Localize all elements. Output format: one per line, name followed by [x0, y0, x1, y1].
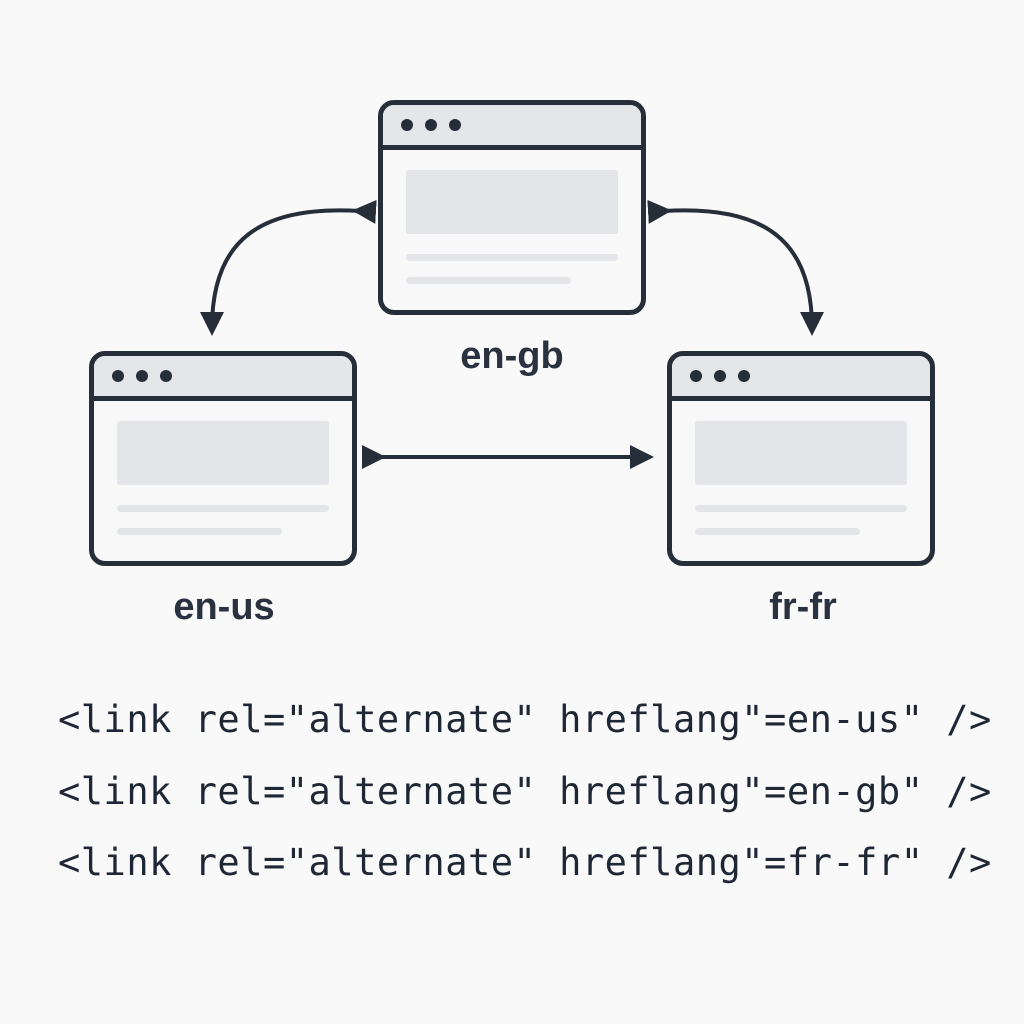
text-line-placeholder: [406, 254, 618, 261]
text-line-placeholder: [695, 528, 860, 535]
browser-window-fr-fr: [667, 351, 935, 566]
browser-window-en-gb: [378, 100, 646, 315]
text-line-placeholder: [406, 277, 571, 284]
label-en-us: en-us: [173, 586, 275, 628]
window-dot-icon: [401, 119, 413, 131]
window-dot-icon: [112, 370, 124, 382]
code-line-en-gb: <link rel="alternate" hreflang"=en-gb" /…: [58, 770, 992, 813]
browser-window-en-us: [89, 351, 357, 566]
window-title-bar: [383, 105, 641, 150]
code-line-en-us: <link rel="alternate" hreflang"=en-us" /…: [58, 698, 992, 741]
window-dot-icon: [449, 119, 461, 131]
content-placeholder: [117, 421, 329, 485]
text-line-placeholder: [117, 505, 329, 512]
code-line-fr-fr: <link rel="alternate" hreflang"=fr-fr" /…: [58, 841, 992, 884]
text-line-placeholder: [117, 528, 282, 535]
arrow-en-gb-en-us: [200, 199, 377, 336]
window-dot-icon: [738, 370, 750, 382]
window-dot-icon: [136, 370, 148, 382]
content-placeholder: [695, 421, 907, 485]
window-title-bar: [94, 356, 352, 401]
window-dot-icon: [714, 370, 726, 382]
content-placeholder: [406, 170, 618, 234]
label-en-gb: en-gb: [460, 335, 564, 377]
window-dot-icon: [425, 119, 437, 131]
arrow-en-gb-fr-fr: [647, 199, 824, 336]
label-fr-fr: fr-fr: [769, 586, 837, 628]
text-line-placeholder: [695, 505, 907, 512]
window-dot-icon: [160, 370, 172, 382]
window-dot-icon: [690, 370, 702, 382]
window-title-bar: [672, 356, 930, 401]
